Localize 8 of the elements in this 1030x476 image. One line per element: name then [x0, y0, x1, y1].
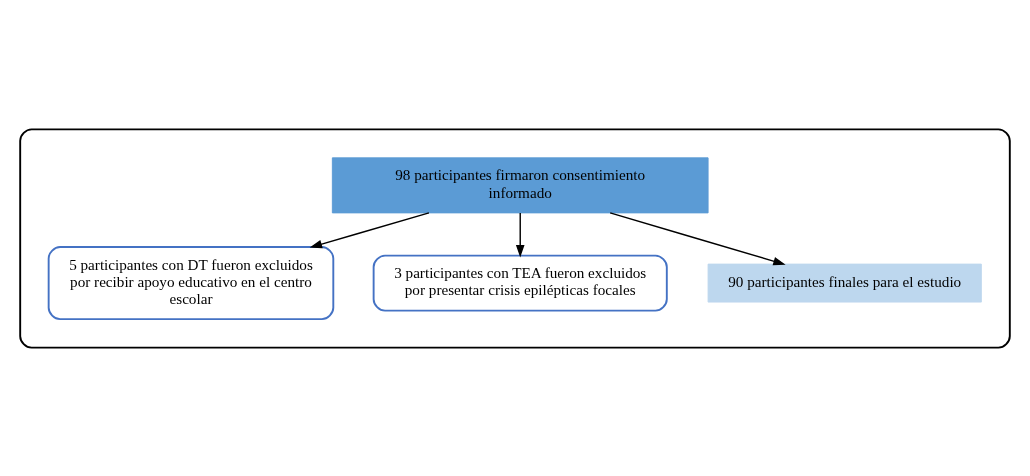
node-box: 90 participantes finales para el estudio [707, 263, 982, 303]
arrow [515, 211, 525, 257]
node-box: 5 participantes con DT fueron excluidos por recibir apoyo educativo en el centro escolar [47, 245, 335, 320]
arrow [309, 211, 430, 248]
node-box: 98 participantes firmaron consentimiento informado [331, 156, 709, 213]
cluster [19, 127, 1011, 349]
arrow [609, 211, 786, 265]
node-box: 3 participantes con TEA fueron excluidos por presentar crisis epilépticas focales [372, 254, 668, 312]
